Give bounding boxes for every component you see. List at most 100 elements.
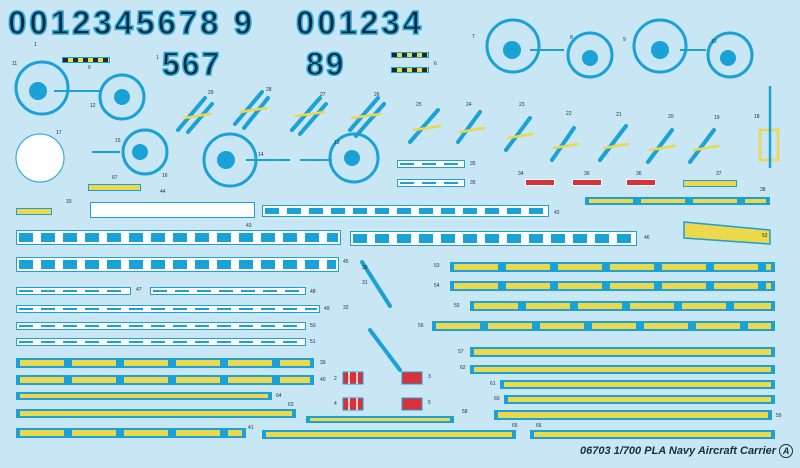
- label-58: 58: [462, 409, 468, 415]
- decal-61: [500, 380, 775, 389]
- decal-47: [16, 287, 131, 295]
- label-35b: 35: [470, 180, 476, 186]
- label-42: 42: [554, 210, 560, 216]
- label-51: 51: [310, 339, 316, 345]
- label-44: 44: [160, 189, 166, 195]
- number-row-left: 0012345678 9: [7, 4, 256, 41]
- decal-54: [450, 281, 775, 291]
- label-28: 28: [266, 87, 272, 93]
- decal-40: [16, 375, 314, 385]
- label-52: 52: [762, 233, 768, 239]
- number-89: 89: [305, 46, 346, 82]
- decal-41: [16, 428, 246, 438]
- label-18: 18: [754, 114, 760, 120]
- number-row-right: 001234: [295, 4, 425, 41]
- decal-45: [16, 257, 339, 272]
- decal-48: [150, 287, 306, 295]
- decal-46: [350, 231, 637, 246]
- label-13: 13: [334, 140, 340, 146]
- decal-6a: [62, 57, 110, 63]
- label-47: 47: [136, 287, 142, 293]
- label-6b: 6: [434, 61, 437, 67]
- label-60: 60: [494, 396, 500, 402]
- label-45: 45: [343, 259, 349, 265]
- decal-56: [432, 321, 775, 331]
- number-567: 567: [161, 46, 222, 82]
- decal-36a: [572, 179, 602, 186]
- label-27: 27: [320, 92, 326, 98]
- label-3: 3: [428, 374, 431, 380]
- label-26: 26: [374, 92, 380, 98]
- label-34: 34: [518, 171, 524, 177]
- label-46: 46: [644, 235, 650, 241]
- label-6a: 6: [88, 65, 91, 71]
- label-10: 10: [711, 39, 717, 45]
- label-8: 8: [570, 35, 573, 41]
- label-54: 54: [434, 283, 440, 289]
- label-25: 25: [416, 102, 422, 108]
- label-37: 37: [716, 171, 722, 177]
- decal-65: [262, 430, 516, 439]
- label-14: 14: [258, 152, 264, 158]
- label-19: 19: [714, 115, 720, 121]
- label-12: 12: [90, 103, 96, 109]
- decal-62: [470, 365, 775, 374]
- decal-53: [450, 262, 775, 272]
- decal-50: [16, 322, 306, 330]
- label-41: 41: [248, 425, 254, 431]
- decal-38: [585, 197, 770, 205]
- label-49: 49: [324, 306, 330, 312]
- decal-66: [530, 430, 775, 439]
- decal-39: [16, 358, 314, 368]
- label-15: 15: [115, 138, 121, 144]
- label-4: 4: [334, 401, 337, 407]
- decal-6b: [391, 52, 429, 58]
- label-20: 20: [668, 114, 674, 120]
- decal-33: [16, 208, 52, 215]
- label-67: 67: [112, 175, 118, 181]
- decal-6c: [391, 67, 429, 73]
- label-48: 48: [310, 289, 316, 295]
- decal-42: [262, 205, 549, 217]
- label-36a: 36: [584, 171, 590, 177]
- decal-57: [470, 347, 775, 357]
- label-22: 22: [566, 111, 572, 117]
- label-5: 5: [428, 400, 431, 406]
- label-50: 50: [310, 323, 316, 329]
- decal-44: [90, 202, 255, 218]
- decal-58: [306, 416, 454, 423]
- decal-37: [683, 180, 737, 187]
- decal-36b: [626, 179, 656, 186]
- label-39: 39: [320, 360, 326, 366]
- label-24: 24: [466, 102, 472, 108]
- label-17: 17: [56, 130, 62, 136]
- label-2: 2: [334, 376, 337, 382]
- label-66: 66: [536, 423, 542, 429]
- label-9: 9: [623, 37, 626, 43]
- label-23: 23: [519, 102, 525, 108]
- decal-64: [16, 392, 272, 400]
- label-33: 33: [66, 199, 72, 205]
- sheet-letter-badge: A: [779, 444, 794, 458]
- decal-59: [494, 410, 772, 420]
- decal-34: [525, 179, 555, 186]
- label-38: 38: [760, 187, 766, 193]
- label-59: 59: [776, 413, 782, 419]
- label-63: 63: [288, 402, 294, 408]
- label-57: 57: [458, 349, 464, 355]
- label-61: 61: [490, 381, 496, 387]
- decal-51: [16, 338, 306, 346]
- label-29: 29: [208, 90, 214, 96]
- label-53: 53: [434, 263, 440, 269]
- decal-60: [504, 395, 775, 404]
- decal-55: [470, 301, 775, 311]
- decal-63: [16, 409, 296, 418]
- label-36b: 36: [636, 171, 642, 177]
- label-35a: 35: [470, 161, 476, 167]
- label-16: 16: [162, 173, 168, 179]
- label-43: 43: [246, 223, 252, 229]
- label-65: 65: [512, 423, 518, 429]
